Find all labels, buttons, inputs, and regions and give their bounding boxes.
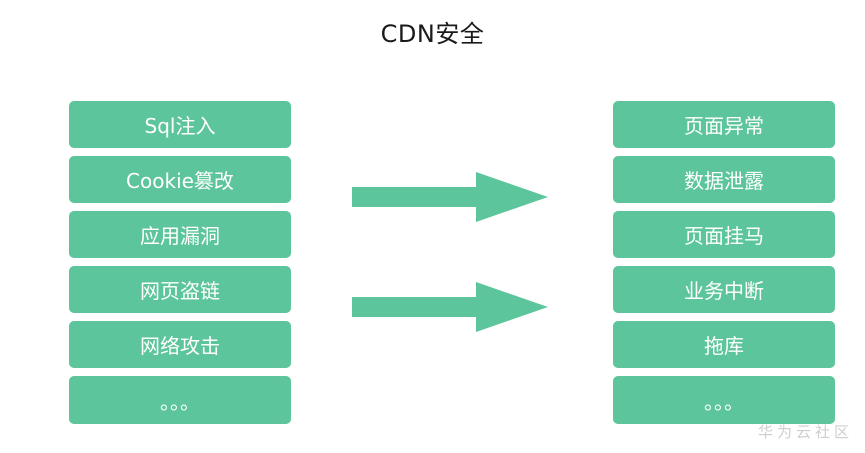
threats-column: Sql注入 Cookie篡改 应用漏洞 网页盗链 网络攻击 。。。 xyxy=(69,101,291,432)
watermark: 华为云社区 xyxy=(758,423,854,441)
consequence-box-db-dump: 拖库 xyxy=(613,321,835,368)
consequence-box-data-leak: 数据泄露 xyxy=(613,156,835,203)
consequence-box-ellipsis: 。。。 xyxy=(613,376,835,424)
right-arrow-icon xyxy=(352,172,548,222)
consequence-box-business-interruption: 业务中断 xyxy=(613,266,835,313)
diagram-title: CDN安全 xyxy=(380,20,485,48)
threat-box-app-vulnerability: 应用漏洞 xyxy=(69,211,291,258)
right-arrow-icon xyxy=(352,282,548,332)
threat-box-ellipsis: 。。。 xyxy=(69,376,291,424)
consequence-box-trojan-injection: 页面挂马 xyxy=(613,211,835,258)
threat-box-network-attack: 网络攻击 xyxy=(69,321,291,368)
threat-box-sql-injection: Sql注入 xyxy=(69,101,291,148)
threat-box-cookie-tampering: Cookie篡改 xyxy=(69,156,291,203)
consequences-column: 页面异常 数据泄露 页面挂马 业务中断 拖库 。。。 xyxy=(613,101,835,432)
threat-box-hotlinking: 网页盗链 xyxy=(69,266,291,313)
consequence-box-page-anomaly: 页面异常 xyxy=(613,101,835,148)
